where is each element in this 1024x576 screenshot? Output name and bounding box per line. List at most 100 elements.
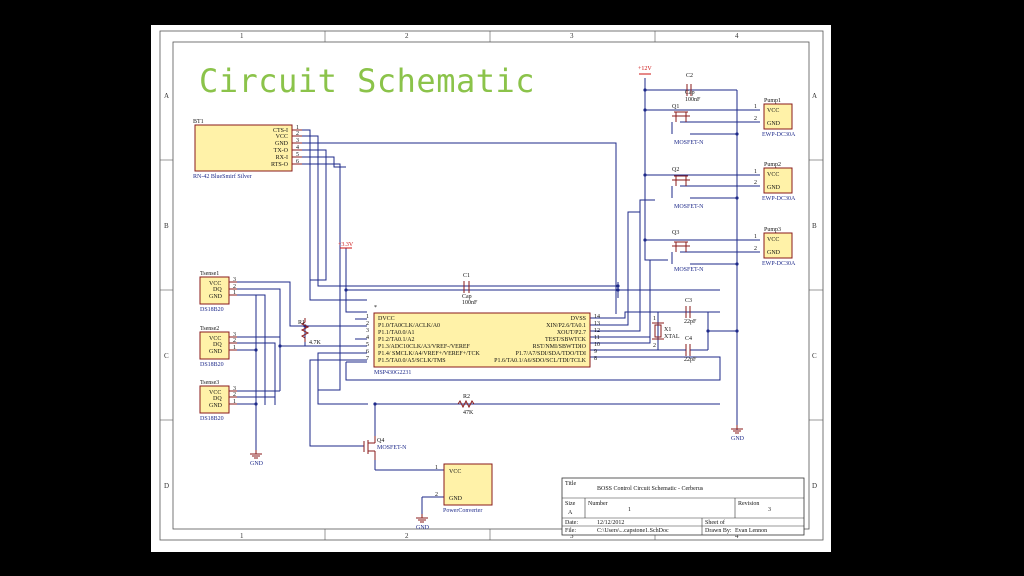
zone-row-left-c: C: [164, 352, 169, 360]
title-block-date-label: Date:: [565, 520, 578, 526]
c4-capacitor: C4 22pF: [658, 336, 697, 363]
tsense3-pin-label: DQ: [213, 396, 222, 402]
title-block-date: 12/12/2012: [597, 520, 624, 526]
c4-value: 22pF: [684, 357, 697, 363]
title-block-number-label: Number: [588, 501, 608, 507]
pump2-pin-number: 2: [754, 180, 757, 186]
title-block-revision: 3: [768, 507, 771, 513]
mcu-pin-label: TEST/SBWTCK: [545, 337, 587, 343]
mcu-pin-label: P1.4/ SMCLK/A4/VREF+/VEREF+/TCK: [378, 351, 480, 357]
tsense2-pin-number: 3: [233, 332, 236, 338]
bt1-pin-number: 3: [296, 138, 299, 144]
tsense3-pin-label: VCC: [209, 390, 221, 396]
tsense3-pin-label: GND: [209, 403, 223, 409]
q1-name: MOSFET-N: [674, 140, 704, 146]
mcu-pin-number: 8: [594, 356, 597, 362]
power-pin-label: VCC: [449, 469, 461, 475]
mcu-left-pin-labels: DVCC P1.0/TA0CLK/ACLK/A0 P1.1/TA0.0/A1 P…: [378, 316, 480, 364]
pump3-pin-label: VCC: [767, 237, 779, 243]
pump3-pin-label: GND: [767, 250, 781, 256]
c1-ref: C1: [463, 273, 470, 279]
mcu-pin-number: 13: [594, 321, 600, 327]
zone-col-bottom-1: 1: [240, 532, 244, 540]
pump3-pin-number: 2: [754, 246, 757, 252]
tsense2-name: DS18B20: [200, 362, 224, 368]
mcu-pin-number: 11: [594, 335, 600, 341]
bt1-name: RN-42 BlueSmirf Silver: [193, 173, 252, 180]
pump3-connector: VCC GND 1 2 Pump3 EWP-DC30A: [754, 227, 796, 267]
tsense1-pin-label: VCC: [209, 281, 221, 287]
mcu-pin-label: XOUT/P2.7: [557, 330, 586, 336]
mcu-pin-number: 7: [366, 356, 369, 362]
q3-name: MOSFET-N: [674, 267, 704, 273]
zone-col-bottom-4: 4: [735, 532, 739, 540]
mcu-pin-label: DVSS: [571, 316, 586, 322]
tsense1-pin-label: GND: [209, 294, 223, 300]
mcu-pin-label: P1.5/TA0.0/A5/SCLK/TMS: [378, 358, 446, 364]
c2-capacitor: C2 Cap 100nF: [685, 73, 701, 103]
mcu-pin-number: 4: [366, 335, 369, 341]
c4-ref: C4: [685, 336, 692, 342]
tsense1-name: DS18B20: [200, 307, 224, 313]
pump1-pin-number: 2: [754, 116, 757, 122]
pump1-ref: Pump1: [764, 98, 781, 104]
tsense1-pin-number: 1: [233, 290, 236, 296]
xtal-pin-number: 2: [653, 343, 656, 349]
pump1-name: EWP-DC30A: [762, 132, 796, 138]
mcu-pin-number: 12: [594, 328, 600, 334]
c2-type: Cap: [685, 90, 695, 96]
xtal-name: XTAL: [664, 334, 680, 340]
power-pin-number: 1: [435, 465, 438, 471]
title-block-revision-label: Revision: [738, 501, 759, 507]
r2-ref: R2: [463, 394, 470, 400]
tsense2-pin-label: VCC: [209, 336, 221, 342]
mcu-name: MSP430G2231: [374, 370, 411, 376]
pump1-pin-label: GND: [767, 121, 781, 127]
mcu-pin-number: 5: [366, 342, 369, 348]
bt1-pin-label: CTS-I: [273, 128, 288, 134]
mcu-pin-label: RST/NMI/SBWTDIO: [533, 344, 587, 350]
mcu-chip: * MSP430G2231 DVCC P1.0/TA0CLK/ACLK/A0 P…: [366, 305, 600, 376]
gnd-symbol: GND: [250, 450, 264, 467]
title-block: Title BOSS Control Circuit Schematic - C…: [561, 477, 805, 536]
gnd-symbol: GND: [416, 514, 430, 531]
mcu-pin-number: 6: [366, 349, 369, 355]
pump3-name: EWP-DC30A: [762, 261, 796, 267]
power-3v3-symbol: +3.3V: [338, 242, 354, 249]
pump3-ref: Pump3: [764, 227, 781, 233]
zone-row-right-c: C: [812, 352, 817, 360]
xtal-crystal: X1 XTAL 1 2: [652, 316, 680, 349]
title-block-size: A: [568, 510, 573, 516]
r1-value: 4.7K: [309, 340, 322, 346]
title-block-title: BOSS Control Circuit Schematic - Cerberu…: [597, 486, 704, 492]
tsense1-pin-number: 3: [233, 277, 236, 283]
slide-title: Circuit Schematic: [199, 62, 536, 100]
pump2-pin-label: GND: [767, 185, 781, 191]
title-block-file: C:\Users\...capstone1.SchDoc: [597, 528, 669, 534]
mcu-pin-number: 2: [366, 321, 369, 327]
mcu-pin-label: DVCC: [378, 316, 395, 322]
bt1-pin-label: GND: [275, 141, 289, 147]
tsense2-pin-label: DQ: [213, 342, 222, 348]
tsense3-pin-number: 2: [233, 392, 236, 398]
c1-capacitor: C1 Cap 100nF: [462, 273, 478, 306]
power-name: PowerConverter: [443, 508, 482, 514]
mcu-pin-number: 9: [594, 349, 597, 355]
mcu-left-pin-numbers: 1 2 3 4 5 6 7: [366, 314, 369, 362]
mcu-pin-label: XIN/P2.6/TA0.1: [546, 323, 586, 329]
tsense2-pin-number: 2: [233, 338, 236, 344]
title-block-drawn-label: Drawn By:: [705, 528, 732, 534]
title-block-file-label: File:: [565, 528, 576, 534]
mcu-pin-number: 14: [594, 314, 600, 320]
zone-row-right-a: A: [812, 92, 817, 100]
zone-row-right-d: D: [812, 482, 817, 490]
tsense3-sensor: Tsense3 DS18B20 VCC DQ GND 3 2 1: [199, 380, 237, 422]
sheet-frame: [159, 30, 824, 541]
bt1-pin-number: 2: [296, 131, 299, 137]
power-12v-symbol: +12V: [638, 66, 652, 75]
pump2-ref: Pump2: [764, 162, 781, 168]
mcu-pin-label: P1.0/TA0CLK/ACLK/A0: [378, 323, 440, 329]
power-converter: VCC GND 1 2 PowerConverter: [435, 463, 493, 514]
zone-col-top-3: 3: [570, 32, 574, 40]
gnd-symbol: GND: [731, 425, 745, 442]
